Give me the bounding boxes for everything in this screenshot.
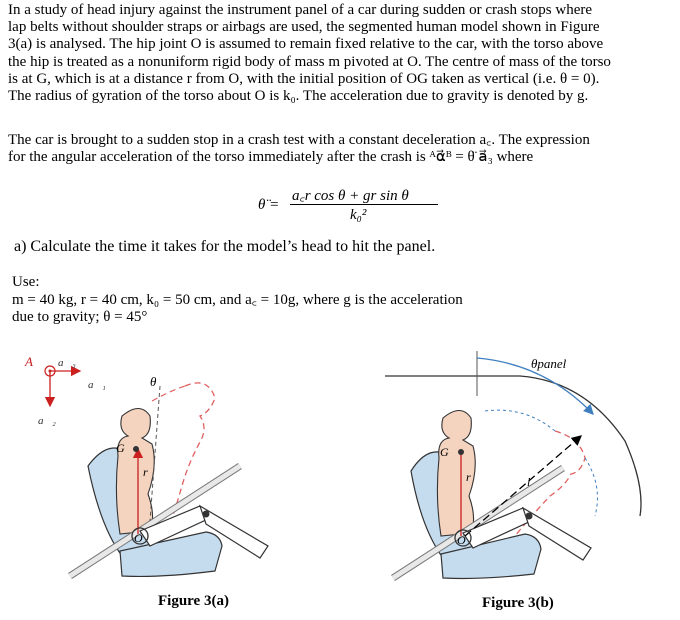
question-a: a) Calculate the time it takes for the m… (14, 238, 436, 255)
seat-base (119, 531, 223, 578)
centre-of-mass (458, 449, 464, 455)
formula-lhs: θ̈ = (258, 197, 280, 213)
intro-line: 3(a) is analysed. The hip joint O is ass… (8, 36, 604, 53)
instrument-panel (385, 375, 642, 517)
intro-line: the hip is treated as a nonuniform rigid… (8, 53, 611, 70)
intro-line: lap belts without shoulder straps or air… (8, 19, 600, 36)
intro-line: In a study of head injury against the in… (8, 2, 593, 18)
crash-line: for the angular acceleration of the tors… (8, 149, 534, 166)
use-line-2: due to gravity; θ = 45° (12, 309, 148, 325)
figure-3b-caption: Figure 3(b) (482, 595, 554, 611)
label-O: O (134, 531, 143, 545)
rotated-torso-outline (514, 430, 586, 537)
use-line-1: m = 40 kg, r = 40 cm, k₀ = 50 cm, and a꜀… (12, 291, 463, 308)
seat-base (440, 533, 542, 580)
label-a3: a⃗₃ (58, 357, 76, 369)
head-distance-arrow (464, 435, 582, 537)
hip-joint (131, 527, 149, 545)
angular-acceleration-formula: θ̈ = a꜀r cos θ + gr sin θ k₀² (258, 183, 438, 231)
label-theta-panel: θpanel (531, 356, 567, 371)
rotated-torso-outline (169, 382, 216, 527)
intro-line: The radius of gyration of the torso abou… (8, 88, 589, 105)
fraction-bar (290, 204, 438, 205)
intro-paragraph: In a study of head injury against the in… (8, 2, 672, 105)
hip-joint (454, 529, 472, 547)
label-O: O (457, 533, 466, 547)
label-G: G (116, 441, 125, 455)
label-theta: θ (150, 374, 157, 389)
figure-3a-caption: Figure 3(a) (158, 593, 229, 609)
theta-panel-arc (476, 357, 594, 415)
crash-paragraph: The car is brought to a sudden stop in a… (8, 132, 672, 166)
crash-line: The car is brought to a sudden stop in a… (8, 132, 590, 148)
label-r: r (143, 465, 148, 479)
figure-3a-drawing: A a⃗₃ a⃗₁ a⃗₂ θ G r O (24, 354, 269, 579)
formula-denominator: k₀² (350, 207, 367, 223)
label-a1: a⃗₁ (88, 379, 106, 391)
figure-3a: A a⃗₃ a⃗₁ a⃗₂ θ G r O (10, 346, 340, 616)
centre-of-mass (133, 446, 139, 452)
label-r: r (466, 470, 471, 484)
label-A: A (24, 354, 33, 369)
formula-numerator: a꜀r cos θ + gr sin θ (292, 188, 409, 204)
figure-3b-drawing: θpanel G r l O (385, 351, 642, 581)
torso (436, 409, 476, 537)
axis-a1-point (44, 365, 56, 377)
torso (115, 407, 155, 535)
intro-line: is at G, which is at a distance r from O… (8, 70, 600, 87)
label-G: G (440, 445, 449, 459)
use-values: Use: m = 40 kg, r = 40 cm, k₀ = 50 cm, a… (12, 274, 463, 327)
label-l: l (527, 475, 531, 489)
figure-3b: θpanel G r l O (345, 346, 675, 616)
label-a2: a⃗₂ (38, 415, 56, 427)
use-heading: Use: (12, 274, 40, 290)
